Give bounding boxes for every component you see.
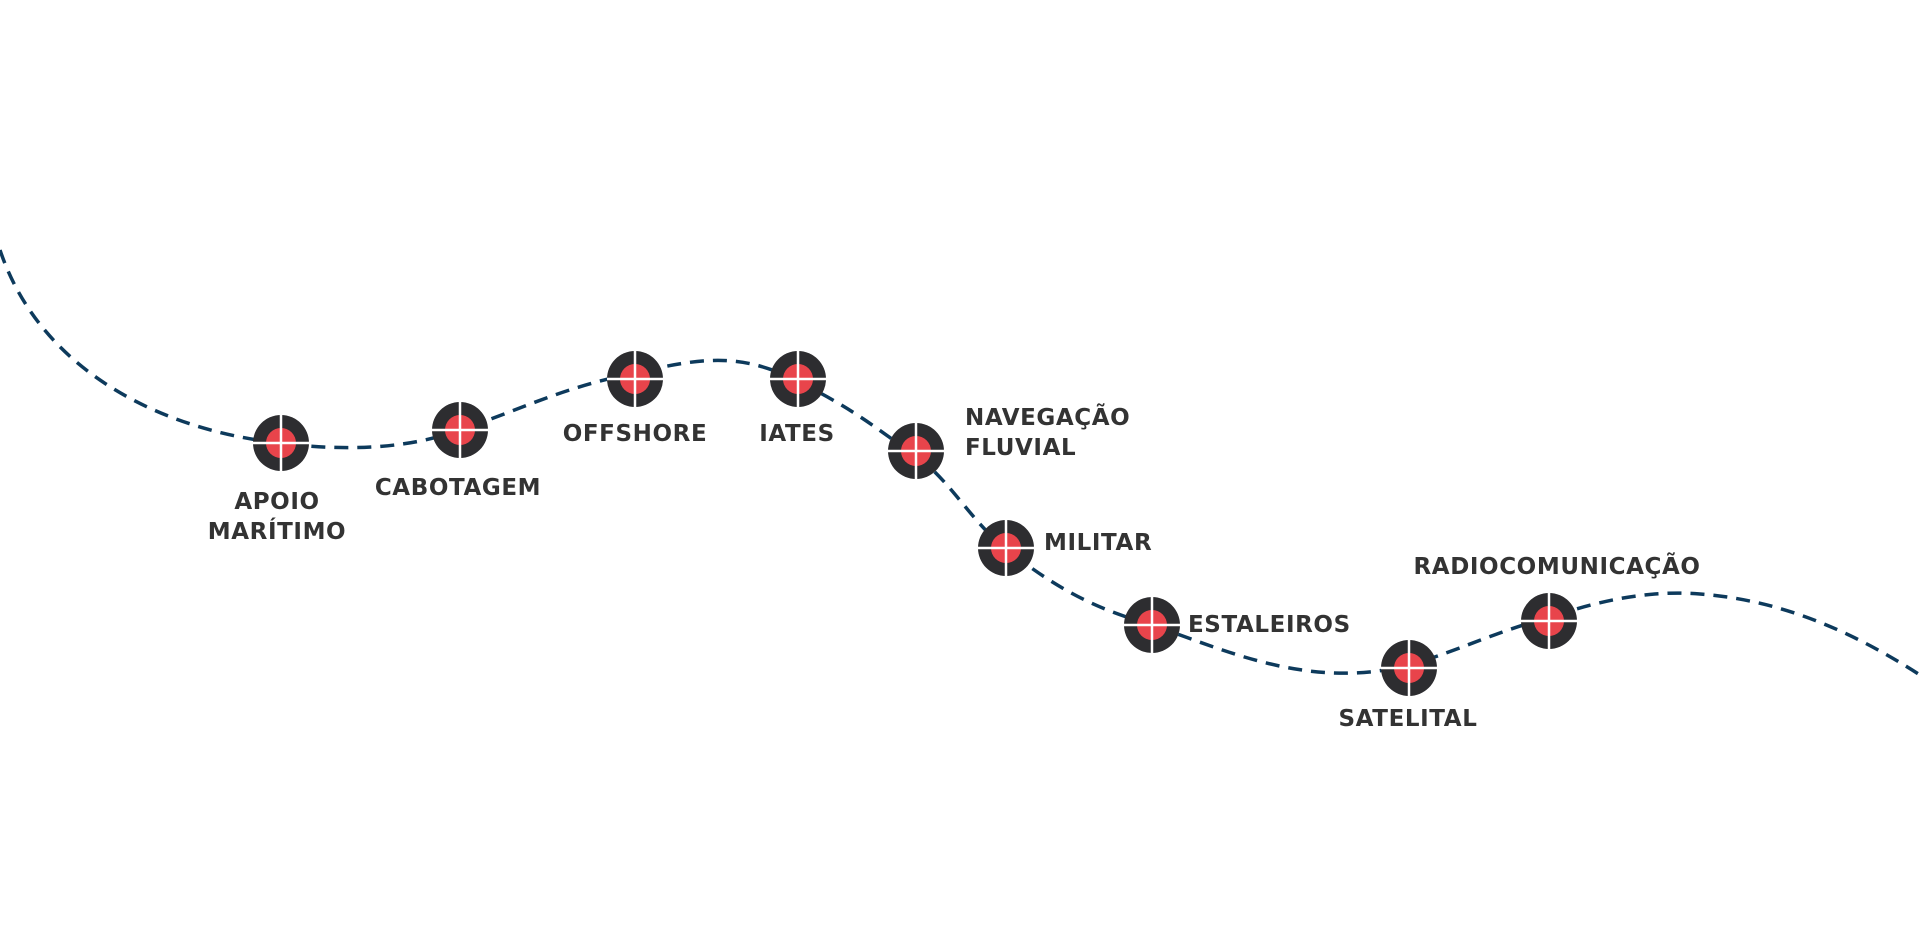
node-label-line: MARÍTIMO — [208, 517, 346, 545]
node-label-line: ESTALEIROS — [1188, 612, 1351, 638]
node-label-iates: IATES — [759, 421, 835, 447]
node-label-line: CABOTAGEM — [375, 475, 541, 501]
node-label-line: APOIO — [234, 489, 319, 515]
node-label-line: NAVEGAÇÃO — [965, 403, 1130, 431]
node-cabotagem: CABOTAGEM — [375, 402, 541, 501]
node-label-line: SATELITAL — [1339, 706, 1478, 732]
node-label-line: FLUVIAL — [965, 435, 1076, 461]
node-estaleiros: ESTALEIROS — [1124, 597, 1351, 653]
node-offshore: OFFSHORE — [563, 351, 708, 447]
node-label-satelital: SATELITAL — [1339, 706, 1478, 732]
node-label-estaleiros: ESTALEIROS — [1188, 612, 1351, 638]
node-militar: MILITAR — [978, 520, 1152, 576]
node-label-line: OFFSHORE — [563, 421, 708, 447]
node-navegacao-fluvial: NAVEGAÇÃO FLUVIAL — [888, 403, 1130, 479]
node-label-cabotagem: CABOTAGEM — [375, 475, 541, 501]
node-iates: IATES — [759, 351, 835, 447]
node-satelital: SATELITAL — [1339, 640, 1478, 732]
node-label-radiocomunicacao: RADIOCOMUNICAÇÃO — [1413, 552, 1700, 580]
dashed-route-path — [0, 249, 1920, 677]
node-label-militar: MILITAR — [1044, 530, 1152, 556]
node-label-navegacao-fluvial: NAVEGAÇÃO FLUVIAL — [965, 403, 1130, 461]
node-label-line: RADIOCOMUNICAÇÃO — [1413, 552, 1700, 580]
node-label-line: IATES — [759, 421, 835, 447]
node-radiocomunicacao: RADIOCOMUNICAÇÃO — [1413, 552, 1700, 649]
node-label-offshore: OFFSHORE — [563, 421, 708, 447]
node-label-line: MILITAR — [1044, 530, 1152, 556]
